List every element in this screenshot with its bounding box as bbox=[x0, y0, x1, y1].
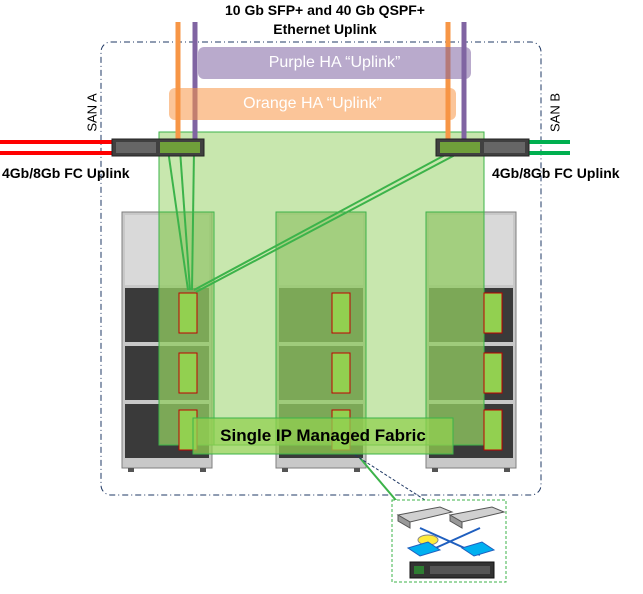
blade-module-icon bbox=[331, 292, 351, 334]
system-boundary-frame bbox=[100, 41, 542, 496]
management-link bbox=[354, 454, 426, 501]
blade-module-icon bbox=[178, 352, 198, 394]
blade-module-icon bbox=[483, 352, 503, 394]
fabric-region bbox=[158, 131, 485, 446]
title-line-1: 10 Gb SFP+ and 40 Gb QSPF+ bbox=[225, 2, 425, 18]
blade-module-icon bbox=[483, 292, 503, 334]
orange-ha-bar bbox=[169, 88, 456, 120]
server-icon bbox=[396, 506, 506, 529]
title-line-2: Ethernet Uplink bbox=[273, 21, 377, 37]
orange-ha-label: Orange HA “Uplink” bbox=[243, 95, 382, 112]
blade-module-icon bbox=[331, 352, 351, 394]
san-a-label: SAN A bbox=[84, 93, 100, 132]
purple-ha-bar bbox=[198, 47, 471, 79]
switch-icon bbox=[435, 138, 530, 157]
blade-module-icon bbox=[483, 409, 503, 451]
server-icon bbox=[406, 534, 496, 579]
san-a-cables bbox=[0, 140, 115, 155]
switch-icon bbox=[111, 138, 205, 157]
san-b-cables bbox=[528, 140, 570, 155]
purple-ha-label: Purple HA “Uplink” bbox=[268, 54, 401, 71]
uplink-cables bbox=[175, 22, 467, 145]
fabric-links bbox=[167, 149, 456, 506]
blade-modules bbox=[178, 292, 503, 451]
san-b-label: SAN B bbox=[547, 93, 563, 133]
fabric-label-box bbox=[192, 417, 454, 455]
fabric-label: Single IP Managed Fabric bbox=[220, 426, 426, 445]
fc-uplink-left-label: 4Gb/8Gb FC Uplink bbox=[2, 165, 130, 181]
rack-center-overlay bbox=[275, 211, 367, 446]
blade-module-icon bbox=[178, 292, 198, 334]
fc-uplink-right-label: 4Gb/8Gb FC Uplink bbox=[492, 165, 620, 181]
rack-right-overlay bbox=[425, 211, 485, 446]
